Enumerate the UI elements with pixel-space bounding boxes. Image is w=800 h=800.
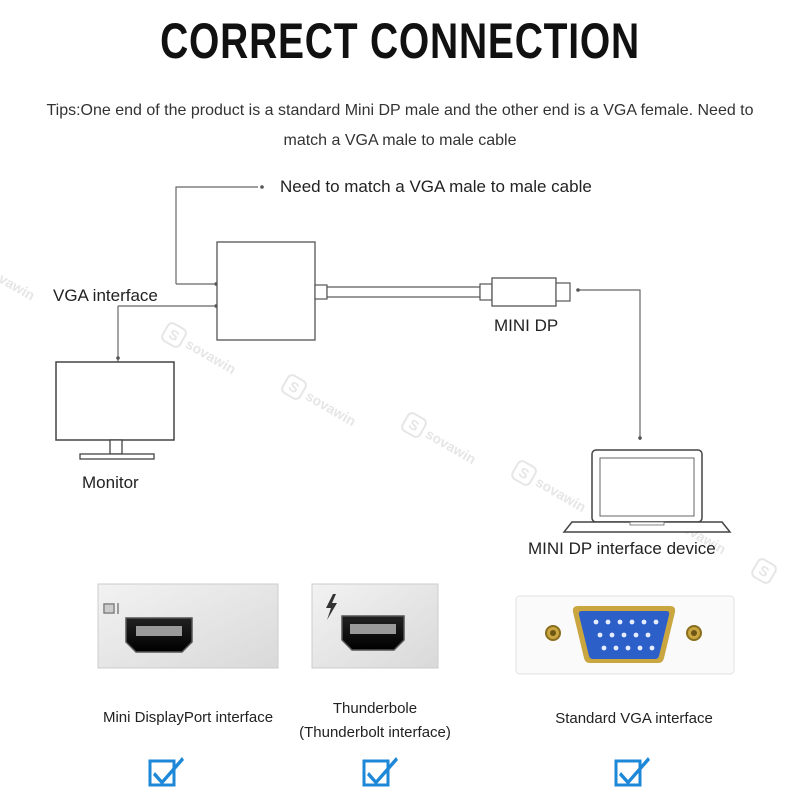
minidp-plug-body bbox=[491, 277, 557, 307]
minidp-port-photo bbox=[97, 583, 279, 669]
leader-dot bbox=[576, 288, 580, 292]
leader-dot bbox=[116, 356, 120, 360]
minidp-port-caption: Mini DisplayPort interface bbox=[102, 709, 274, 726]
displayport-logo-icon bbox=[103, 603, 119, 614]
adapter-strain-relief bbox=[314, 284, 328, 300]
minidp-plug-tip bbox=[555, 282, 571, 302]
device-label: MINI DP interface device bbox=[528, 539, 716, 558]
adapter-body bbox=[216, 241, 316, 341]
vga-port-photo bbox=[515, 595, 735, 675]
leader-dot bbox=[260, 185, 264, 189]
leader-dot bbox=[638, 436, 642, 440]
thunderbolt-port-caption-line2: (Thunderbolt interface) bbox=[299, 724, 451, 741]
minidp-label: MINI DP bbox=[494, 316, 559, 335]
check-icon bbox=[362, 757, 398, 787]
page-title: CORRECT CONNECTION bbox=[160, 13, 640, 69]
cable bbox=[326, 286, 481, 298]
check-icon bbox=[614, 757, 650, 787]
cable-note-leader-line bbox=[175, 186, 258, 284]
vga-interface-label: VGA interface bbox=[53, 286, 158, 305]
vga-port-caption: Standard VGA interface bbox=[555, 710, 713, 727]
thunderbolt-port-photo bbox=[311, 583, 439, 669]
cable-note-label: Need to match a VGA male to male cable bbox=[280, 177, 592, 196]
port-photos bbox=[97, 583, 735, 675]
thunderbolt-icon bbox=[326, 594, 337, 620]
monitor-icon bbox=[55, 361, 175, 441]
thunderbolt-port-caption-line1: Thunderbole bbox=[332, 700, 418, 717]
check-icon bbox=[148, 757, 184, 787]
tips-text: Tips:One end of the product is a standar… bbox=[46, 102, 754, 149]
minidp-strain-relief bbox=[479, 283, 493, 301]
monitor-label: Monitor bbox=[82, 473, 139, 492]
device-leader-line bbox=[578, 289, 641, 440]
